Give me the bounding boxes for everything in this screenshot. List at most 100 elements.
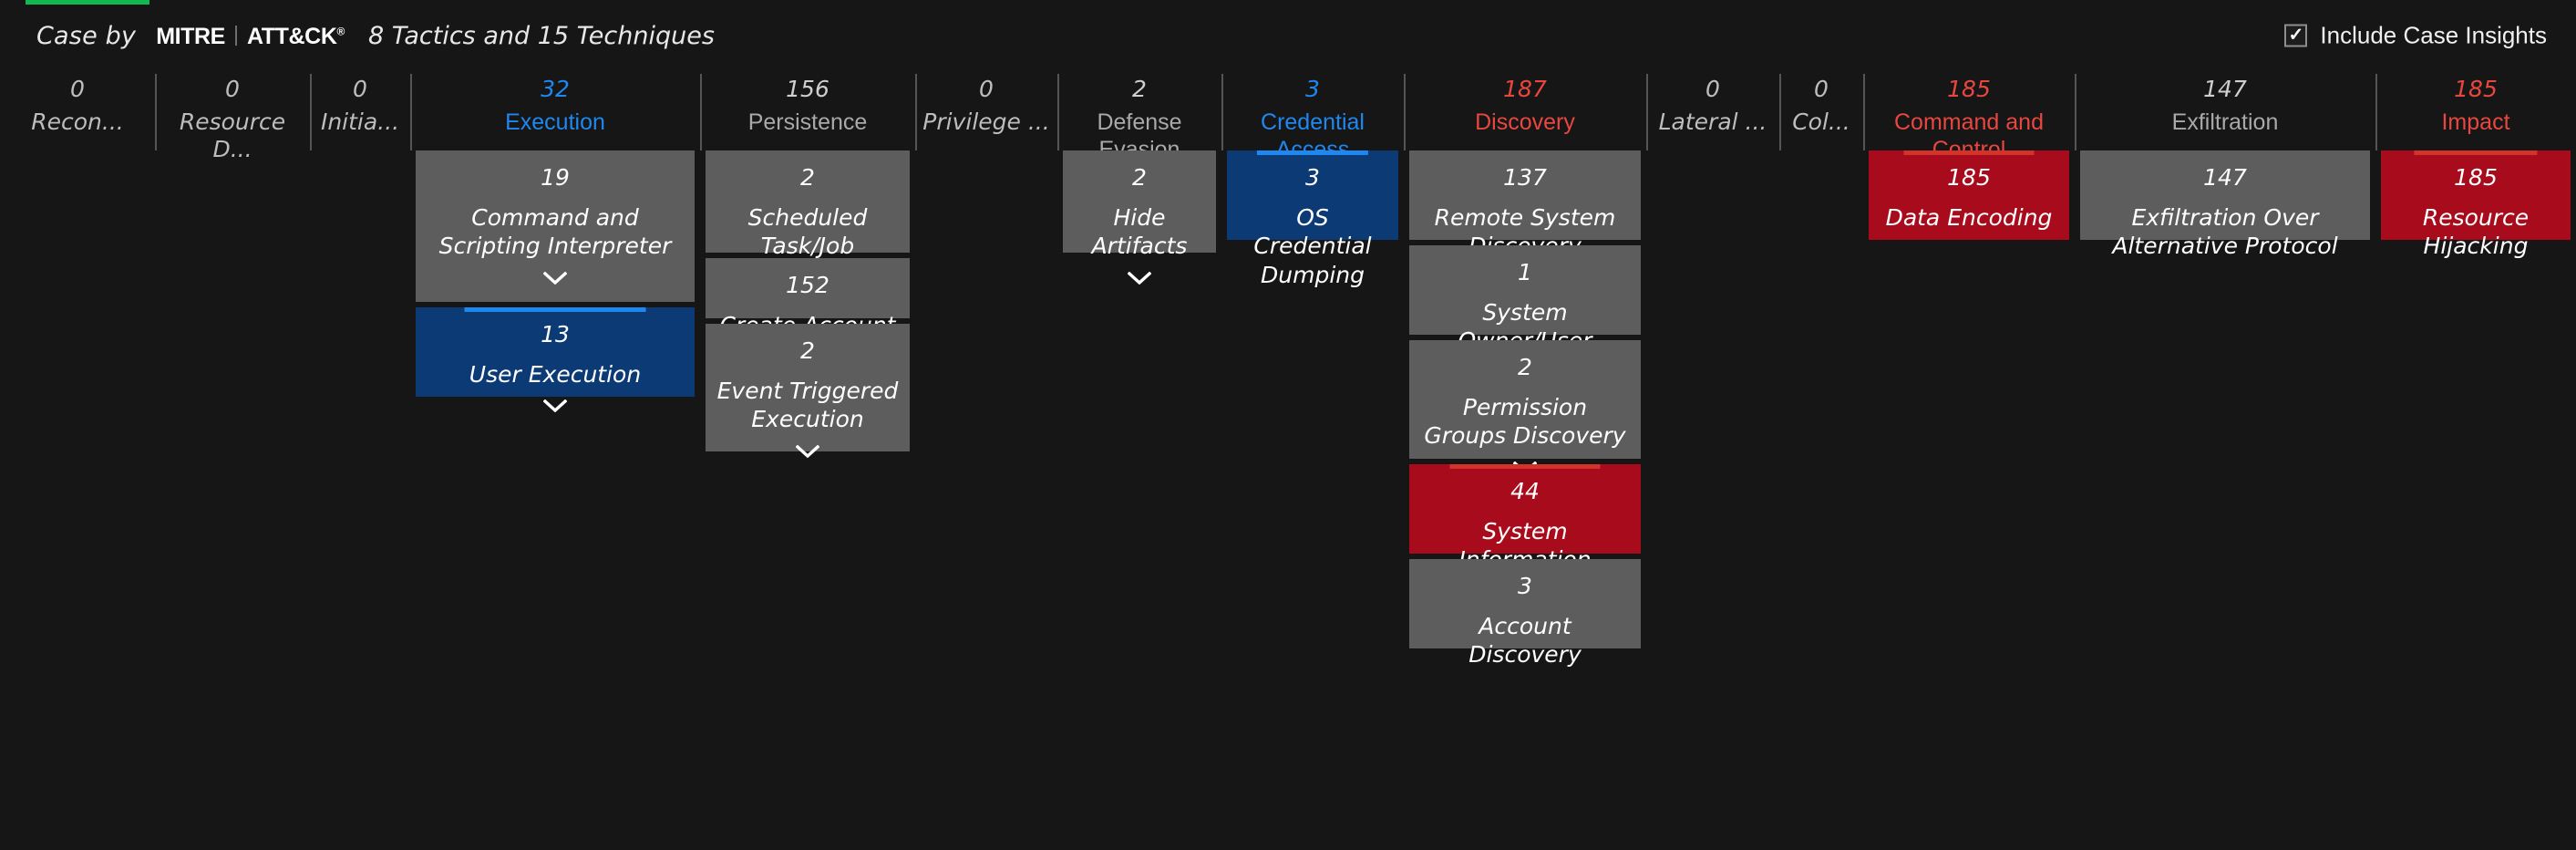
include-case-insights-control[interactable]: Include Case Insights xyxy=(2284,22,2547,50)
tactic-count: 185 xyxy=(2454,76,2498,102)
technique-count: 152 xyxy=(786,272,829,298)
tactic-name: Discovery xyxy=(1475,109,1575,135)
tactic-count: 156 xyxy=(786,76,829,102)
column-separator xyxy=(155,74,157,150)
technique-list xyxy=(0,150,155,850)
technique-count: 3 xyxy=(1518,573,1532,599)
technique-list xyxy=(1646,150,1779,850)
technique-list xyxy=(155,150,310,850)
chevron-down-icon[interactable] xyxy=(543,399,567,412)
tactic-count: 0 xyxy=(1705,76,1720,102)
tactic-count: 0 xyxy=(979,76,994,102)
chevron-down-icon[interactable] xyxy=(796,444,819,458)
technique-count: 2 xyxy=(800,164,815,191)
technique-accent-bar xyxy=(2131,150,2320,155)
technique-accent-bar xyxy=(1089,150,1189,155)
column-separator xyxy=(1863,74,1865,150)
column-separator xyxy=(915,74,917,150)
tactic-name: Lateral ... xyxy=(1658,108,1767,135)
technique-count: 185 xyxy=(2454,164,2498,191)
technique-accent-bar xyxy=(465,150,646,155)
technique-accent-bar xyxy=(2414,150,2538,155)
technique-name: OS Credential Dumping xyxy=(1253,203,1372,288)
chevron-down-icon[interactable] xyxy=(543,271,567,285)
column-separator xyxy=(1404,74,1406,150)
registered-mark: ® xyxy=(336,25,345,38)
tactic-count: 2 xyxy=(1132,76,1147,102)
include-case-insights-label: Include Case Insights xyxy=(2320,21,2547,49)
technique-accent-bar xyxy=(464,307,646,312)
technique-list xyxy=(1779,150,1863,850)
page-header: Case by MITRE ATT&CK® 8 Tactics and 15 T… xyxy=(0,5,2576,67)
technique-name: Account Discovery xyxy=(1468,612,1582,669)
technique-accent-bar xyxy=(741,258,874,263)
technique-count: 185 xyxy=(1947,164,1991,191)
technique-count: 13 xyxy=(541,321,570,347)
chevron-down-icon[interactable] xyxy=(1128,271,1151,285)
technique-accent-bar xyxy=(741,150,874,155)
include-case-insights-checkbox[interactable] xyxy=(2284,24,2308,47)
technique-count: 2 xyxy=(1518,354,1532,380)
tactic-name: Persistence xyxy=(747,109,868,135)
tactic-count: 185 xyxy=(1947,76,1991,102)
top-accent-bar xyxy=(26,0,149,5)
column-separator xyxy=(410,74,412,150)
column-separator xyxy=(1779,74,1781,150)
technique-name: Command and Scripting Interpreter xyxy=(438,203,672,260)
technique-accent-bar xyxy=(1256,150,1369,155)
tactic-name: Col... xyxy=(1792,108,1850,135)
technique-name: User Execution xyxy=(469,360,642,388)
column-separator xyxy=(1057,74,1059,150)
technique-name: Event Triggered Execution xyxy=(716,377,899,433)
technique-name: Data Encoding xyxy=(1885,203,2053,231)
technique-count: 137 xyxy=(1503,164,1547,191)
column-separator xyxy=(310,74,312,150)
technique-card[interactable]: 152Create Account xyxy=(706,258,910,338)
column-separator xyxy=(2375,74,2377,150)
tactics-techniques-summary: 8 Tactics and 15 Techniques xyxy=(367,21,715,50)
header-branding: Case by MITRE ATT&CK® 8 Tactics and 15 T… xyxy=(0,22,715,50)
